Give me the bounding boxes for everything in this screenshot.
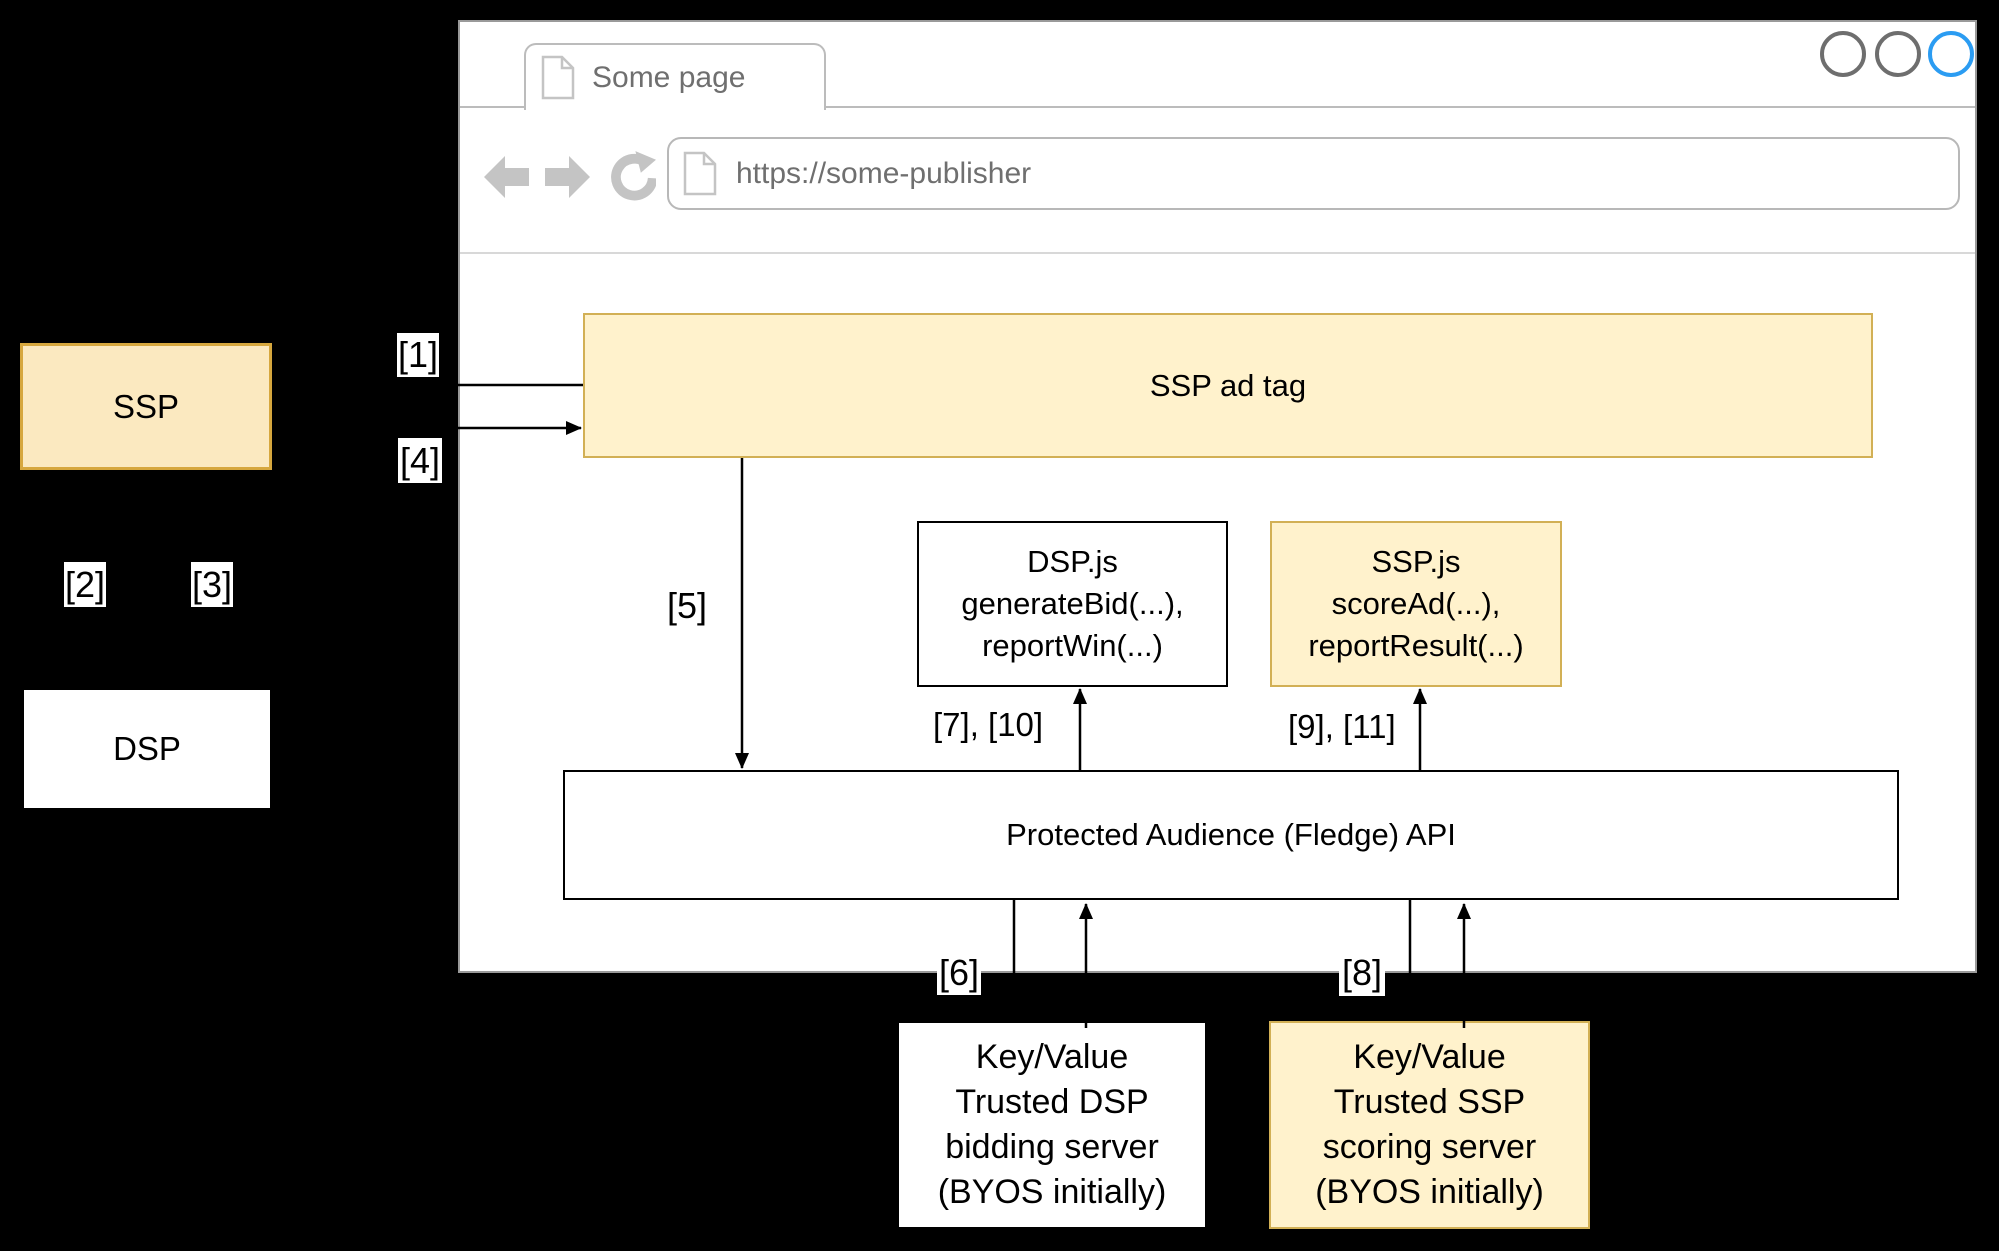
kv-dsp-line: Key/Value: [975, 1038, 1129, 1076]
url-bar[interactable]: https://some-publisher: [667, 137, 1960, 210]
kv-ssp-line: Key/Value: [1353, 1038, 1506, 1076]
ssp-js-line: reportResult(...): [1308, 628, 1524, 663]
protected-audience-api-box: Protected Audience (Fledge) API: [563, 770, 1899, 900]
ssp-js-line: scoreAd(...),: [1331, 586, 1501, 621]
step-label-6: [6]: [937, 950, 981, 995]
ssp-node: SSP: [20, 343, 272, 470]
reload-icon[interactable]: [604, 150, 656, 202]
kv-dsp-line: bidding server: [945, 1128, 1159, 1166]
dsp-js-box: DSP.js generateBid(...), reportWin(...): [917, 521, 1228, 687]
dsp-node-label: DSP: [113, 730, 181, 767]
back-icon[interactable]: [484, 154, 530, 200]
dsp-js-line: reportWin(...): [982, 628, 1163, 663]
step-label-9-11: [9], [11]: [1288, 708, 1396, 745]
step-label-8: [8]: [1339, 950, 1385, 996]
page-icon: [541, 55, 575, 100]
kv-dsp-line: Trusted DSP: [955, 1083, 1149, 1121]
url-text: https://some-publisher: [736, 156, 1032, 190]
step-label-3: [3]: [191, 562, 233, 607]
window-control-2[interactable]: [1875, 31, 1921, 77]
step-label-7-10: [7], [10]: [933, 706, 1044, 743]
kv-dsp-bidding-server-box: Key/Value Trusted DSP bidding server (BY…: [897, 1021, 1207, 1229]
browser-tab[interactable]: Some page: [524, 43, 826, 110]
ssp-ad-tag-box: SSP ad tag: [583, 313, 1873, 458]
window-control-3-active[interactable]: [1928, 31, 1974, 77]
ssp-js-box: SSP.js scoreAd(...), reportResult(...): [1270, 521, 1562, 687]
protected-audience-api-label: Protected Audience (Fledge) API: [1006, 817, 1456, 852]
toolbar-divider: [460, 252, 1975, 254]
step-label-1: [1]: [397, 333, 439, 377]
kv-ssp-line: Trusted SSP: [1333, 1083, 1526, 1121]
step-label-2: [2]: [64, 562, 106, 607]
step-label-4: [4]: [398, 438, 442, 483]
dsp-node: DSP: [22, 688, 272, 810]
kv-ssp-line: (BYOS initially): [1315, 1173, 1544, 1211]
url-page-icon: [683, 151, 717, 196]
ssp-ad-tag-label: SSP ad tag: [1149, 367, 1307, 403]
kv-ssp-line: scoring server: [1322, 1128, 1537, 1166]
dsp-js-line: generateBid(...),: [961, 586, 1184, 621]
kv-dsp-line: (BYOS initially): [937, 1173, 1167, 1211]
kv-ssp-scoring-server-box: Key/Value Trusted SSP scoring server (BY…: [1269, 1021, 1590, 1229]
forward-icon[interactable]: [544, 154, 590, 200]
step-label-5: [5]: [663, 585, 711, 627]
tab-title: Some page: [592, 60, 746, 94]
window-control-1[interactable]: [1820, 31, 1866, 77]
ssp-node-label: SSP: [112, 387, 180, 425]
dsp-js-line: DSP.js: [1027, 544, 1118, 579]
tab-strip-divider: [460, 106, 1975, 108]
ssp-js-line: SSP.js: [1371, 544, 1461, 579]
